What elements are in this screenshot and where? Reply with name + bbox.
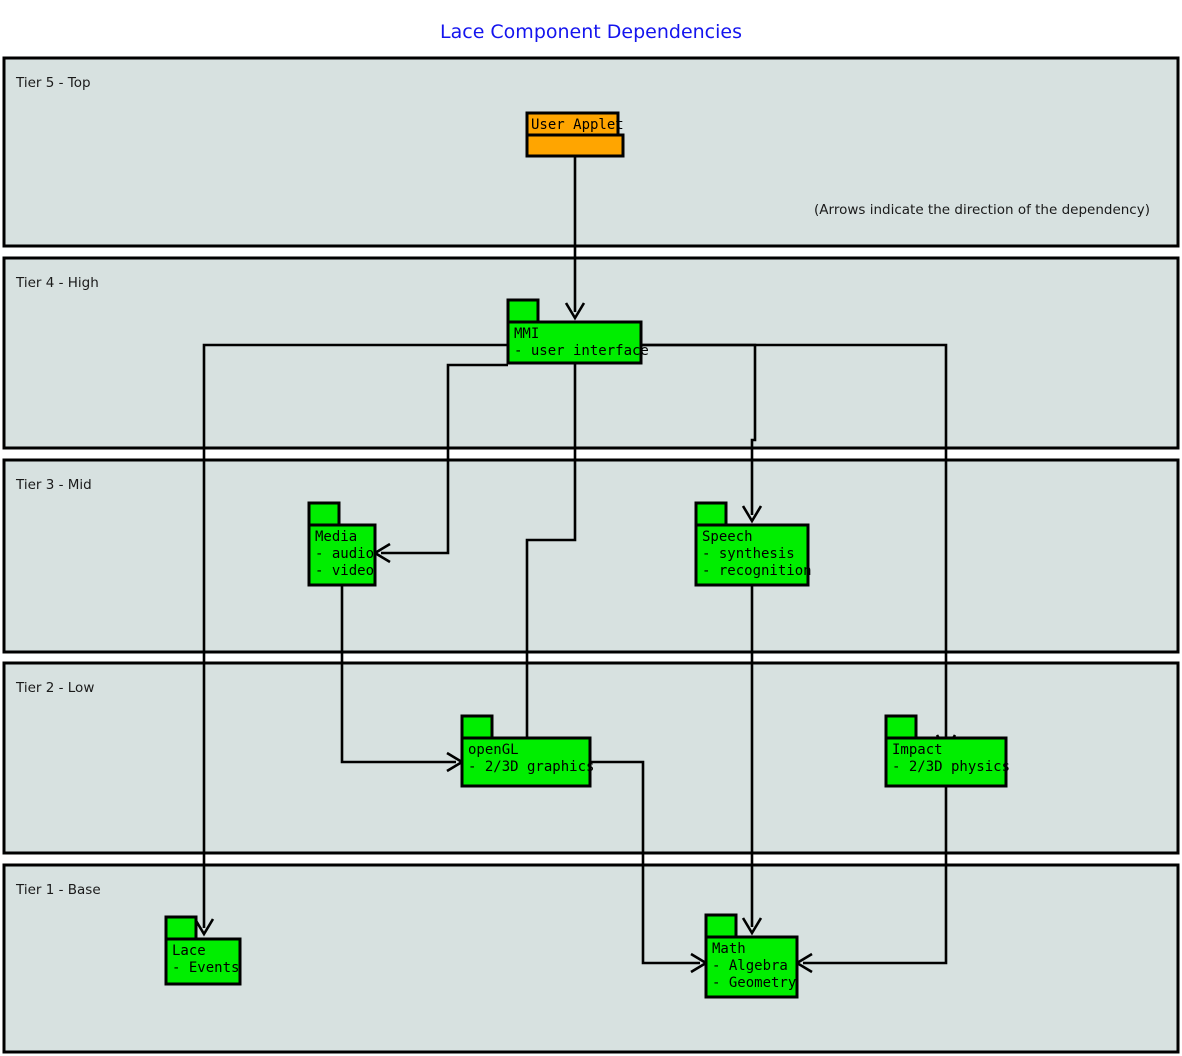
package-tab-opengl	[460, 714, 494, 740]
package-line-impact-1: - 2/3D physics	[892, 759, 1010, 775]
package-math[interactable]: Math- Algebra- Geometry	[704, 913, 799, 999]
edge-line-mmi-to-media	[381, 363, 508, 555]
package-line-speech-1: - synthesis	[702, 546, 795, 562]
package-line-media-0: Media	[315, 529, 357, 545]
package-line-opengl-1: - 2/3D graphics	[468, 759, 594, 775]
package-tab-media	[307, 501, 341, 527]
package-speech[interactable]: Speech- synthesis- recognition	[694, 501, 812, 587]
package-line-speech-2: - recognition	[702, 563, 812, 579]
package-label-user-applet: User Applet	[531, 117, 624, 133]
package-line-lace-0: Lace	[172, 943, 206, 959]
package-media[interactable]: Media- audio- video	[307, 501, 377, 587]
package-body-speech	[694, 523, 810, 587]
package-opengl[interactable]: openGL- 2/3D graphics	[460, 714, 594, 788]
package-tab-math	[704, 913, 738, 939]
package-line-media-2: - video	[315, 563, 374, 579]
package-body-opengl	[460, 736, 592, 788]
package-impact[interactable]: Impact- 2/3D physics	[884, 714, 1010, 788]
edge-speech-to-math	[741, 585, 763, 936]
arrow-head-mmi-to-lace	[193, 918, 215, 937]
tier-group-tier3: Tier 3 - Mid	[2, 458, 1180, 654]
tier-label-tier3: Tier 3 - Mid	[15, 477, 92, 493]
edge-line-mmi-to-opengl	[525, 363, 577, 750]
package-mmi[interactable]: MMI- user interface	[506, 298, 649, 365]
edge-user-applet-to-mmi	[564, 156, 586, 321]
arrow-head-mmi-to-speech	[741, 505, 763, 524]
tier-label-tier4: Tier 4 - High	[15, 275, 99, 291]
tier-label-tier5: Tier 5 - Top	[15, 75, 91, 91]
package-line-mmi-0: MMI	[514, 326, 539, 342]
edge-line-opengl-to-math	[590, 760, 700, 965]
package-body-impact	[884, 736, 1008, 788]
package-line-math-2: - Geometry	[712, 975, 796, 991]
package-line-opengl-0: openGL	[468, 742, 519, 758]
package-line-speech-0: Speech	[702, 529, 753, 545]
dependency-edge-layer	[193, 156, 957, 974]
package-line-media-1: - audio	[315, 546, 374, 562]
tier-group-tier4: Tier 4 - High	[2, 256, 1180, 450]
package-body-lace	[164, 937, 242, 986]
page-title: Lace Component Dependencies	[440, 21, 742, 43]
arrow-direction-note: (Arrows indicate the direction of the de…	[814, 202, 1150, 218]
package-body-media	[307, 523, 377, 587]
package-line-mmi-1: - user interface	[514, 343, 649, 359]
edge-line-mmi-to-lace	[202, 343, 508, 928]
edge-mmi-to-lace	[193, 343, 508, 937]
arrow-head-speech-to-math	[741, 917, 763, 936]
tier-label-tier1: Tier 1 - Base	[15, 882, 101, 898]
package-body-user-applet	[525, 133, 625, 158]
tier-label-tier2: Tier 2 - Low	[15, 680, 94, 696]
package-tab-speech	[694, 501, 728, 527]
package-line-math-0: Math	[712, 941, 746, 957]
package-user-applet[interactable]: User Applet	[525, 111, 625, 158]
edge-line-media-to-opengl	[340, 585, 456, 764]
package-body-math	[704, 935, 799, 999]
package-line-impact-0: Impact	[892, 742, 943, 758]
package-tab-impact	[884, 714, 918, 740]
package-body-mmi	[506, 320, 643, 365]
edge-line-mmi-to-impact	[641, 343, 948, 744]
package-tab-lace	[164, 915, 198, 941]
edge-line-impact-to-math	[803, 786, 948, 965]
arrow-head-user-applet-to-mmi	[564, 302, 586, 321]
tier-rect-tier4	[2, 256, 1180, 450]
package-tab-mmi	[506, 298, 540, 324]
tier-rect-tier3	[2, 458, 1180, 654]
package-line-math-1: - Algebra	[712, 958, 788, 974]
package-lace[interactable]: Lace- Events	[164, 915, 242, 986]
package-line-lace-1: - Events	[172, 960, 239, 976]
